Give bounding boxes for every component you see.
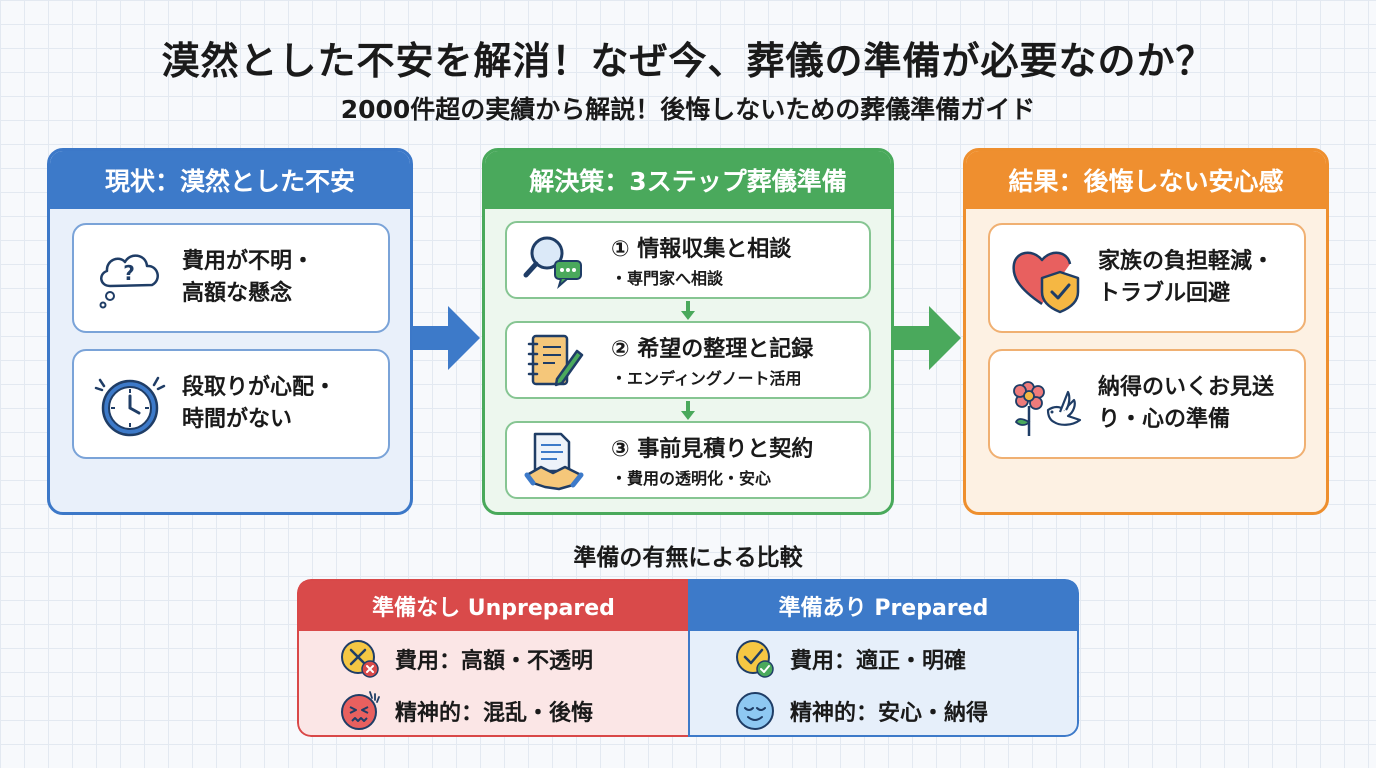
current-item-schedule-text: 段取りが心配・ 時間がない [182, 375, 337, 432]
comparison-prepared-cost: 費用：適正・明確 [790, 649, 967, 674]
question-cloud-icon: ? [99, 254, 159, 309]
solution-step-2-sub: ・エンディングノート活用 [611, 369, 802, 388]
comparison-unprepared-row-cost: 費用：高額・不透明 [339, 637, 593, 681]
solution-step-1: ① 情報収集と相談 ・専門家へ相談 [505, 221, 871, 299]
flower-dove-icon [1013, 381, 1082, 436]
flow-arrow-icon [893, 306, 961, 370]
comparison-title: 準備の有無による比較 [573, 545, 803, 571]
comparison-unprepared: 準備なし Unprepared 費用：高額・不透明 精神的：混乱・後悔 [297, 579, 688, 737]
comparison-unprepared-cost: 費用：高額・不透明 [395, 649, 594, 674]
comparison-prepared-row-mental: 精神的：安心・納得 [734, 689, 988, 733]
step-arrow-icon [681, 401, 695, 420]
solution-step-3: ③ 事前見積りと契約 ・費用の透明化・安心 [505, 421, 871, 499]
calm-face-icon [736, 692, 774, 730]
result-item-farewell-text: 納得のいくお見送 り・心の準備 [1098, 375, 1275, 432]
current-panel: 現状：漠然とした不安 ? 費用が不明・ 高額な懸念 段取りが心配・ 時間がない [47, 148, 413, 515]
magnifier-chat-icon [523, 236, 582, 289]
page-subtitle: 2000件超の実績から解説！後悔しないための葬儀準備ガイド [340, 95, 1036, 124]
comparison-prepared-mental: 精神的：安心・納得 [790, 701, 989, 726]
current-item-cost-text: 費用が不明・ 高額な懸念 [182, 249, 315, 306]
comparison-unprepared-mental: 精神的：混乱・後悔 [395, 701, 594, 726]
step-arrow-icon [681, 301, 695, 320]
page-title: 漠然とした不安を解消！なぜ今、葬儀の準備が必要なのか？ [161, 39, 1215, 83]
alarm-clock-icon [94, 376, 166, 437]
solution-step-1-sub: ・専門家へ相談 [611, 269, 724, 288]
current-item-cost: ? 費用が不明・ 高額な懸念 [72, 223, 390, 333]
comparison-prepared-header: 準備あり Prepared [690, 581, 1077, 631]
solution-step-3-title: ③ 事前見積りと契約 [611, 437, 814, 462]
notebook-pen-icon [527, 334, 584, 387]
result-panel: 結果：後悔しない安心感 家族の負担軽減・ トラブル回避 納得のいくお見送 り・心… [963, 148, 1329, 515]
solution-step-1-title: ① 情報収集と相談 [611, 237, 792, 262]
flow-arrow-icon [412, 306, 480, 370]
result-item-family-text: 家族の負担軽減・ トラブル回避 [1098, 249, 1275, 306]
current-item-schedule: 段取りが心配・ 時間がない [72, 349, 390, 459]
solution-step-2: ② 希望の整理と記録 ・エンディングノート活用 [505, 321, 871, 399]
result-item-farewell: 納得のいくお見送 り・心の準備 [988, 349, 1306, 459]
comparison-prepared-row-cost: 費用：適正・明確 [734, 637, 966, 681]
comparison-unprepared-row-mental: 精神的：混乱・後悔 [339, 689, 593, 733]
solution-step-3-sub: ・費用の透明化・安心 [611, 469, 772, 488]
current-panel-title: 現状：漠然とした不安 [50, 151, 410, 209]
check-face-icon [736, 640, 774, 678]
result-item-family: 家族の負担軽減・ トラブル回避 [988, 223, 1306, 333]
stressed-face-icon [341, 691, 380, 730]
heart-shield-icon [1012, 251, 1080, 314]
cross-face-icon [341, 640, 379, 678]
solution-step-2-title: ② 希望の整理と記録 [611, 337, 814, 362]
comparison-unprepared-header: 準備なし Unprepared [299, 581, 688, 631]
comparison-prepared: 準備あり Prepared 費用：適正・明確 精神的：安心・納得 [688, 579, 1079, 737]
solution-panel-title: 解決策：3ステップ葬儀準備 [485, 151, 891, 209]
result-panel-title: 結果：後悔しない安心感 [966, 151, 1326, 209]
comparison-table: 準備なし Unprepared 費用：高額・不透明 精神的：混乱・後悔 準備あり… [297, 579, 1079, 737]
document-handshake-icon [524, 432, 584, 491]
svg-text:?: ? [123, 261, 135, 285]
solution-panel: 解決策：3ステップ葬儀準備 ① 情報収集と相談 ・専門家へ相談 ② 希望の整理と… [482, 148, 894, 515]
